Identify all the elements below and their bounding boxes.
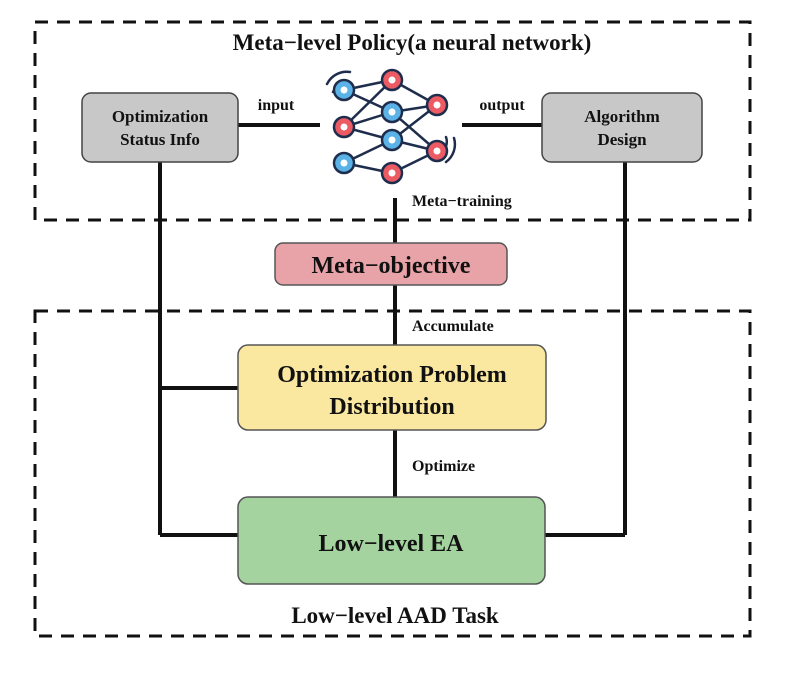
- connectors: [158, 123, 627, 537]
- problem-distribution-label-line1: Optimization Problem: [277, 362, 507, 388]
- low-level-title: Low−level AAD Task: [291, 603, 499, 628]
- meta-training-label: Meta−training: [412, 193, 512, 210]
- meta-objective-label: Meta−objective: [312, 253, 471, 279]
- meta-level-region: [33, 20, 752, 222]
- algorithm-design-box: [541, 92, 703, 163]
- neural-network-icon: [325, 68, 457, 185]
- status-info-box: [81, 92, 239, 163]
- low-level-region: [33, 309, 752, 638]
- accumulate-label: Accumulate: [412, 318, 494, 335]
- optimize-label: Optimize: [412, 458, 475, 475]
- low-level-ea-box: [237, 496, 546, 585]
- output-label: output: [479, 97, 525, 114]
- status-info-label-line1: Optimization: [112, 107, 209, 126]
- algorithm-design-label-line1: Algorithm: [584, 107, 660, 126]
- meta-level-title: Meta−level Policy(a neural network): [233, 30, 592, 55]
- algorithm-design-label-line2: Design: [597, 130, 647, 149]
- status-info-label-line2: Status Info: [120, 130, 200, 149]
- problem-distribution-label-line2: Distribution: [329, 394, 454, 420]
- meta-objective-box: [274, 242, 508, 286]
- problem-distribution-box: [237, 344, 547, 431]
- input-label: input: [258, 97, 295, 114]
- low-level-ea-label: Low−level EA: [319, 531, 465, 557]
